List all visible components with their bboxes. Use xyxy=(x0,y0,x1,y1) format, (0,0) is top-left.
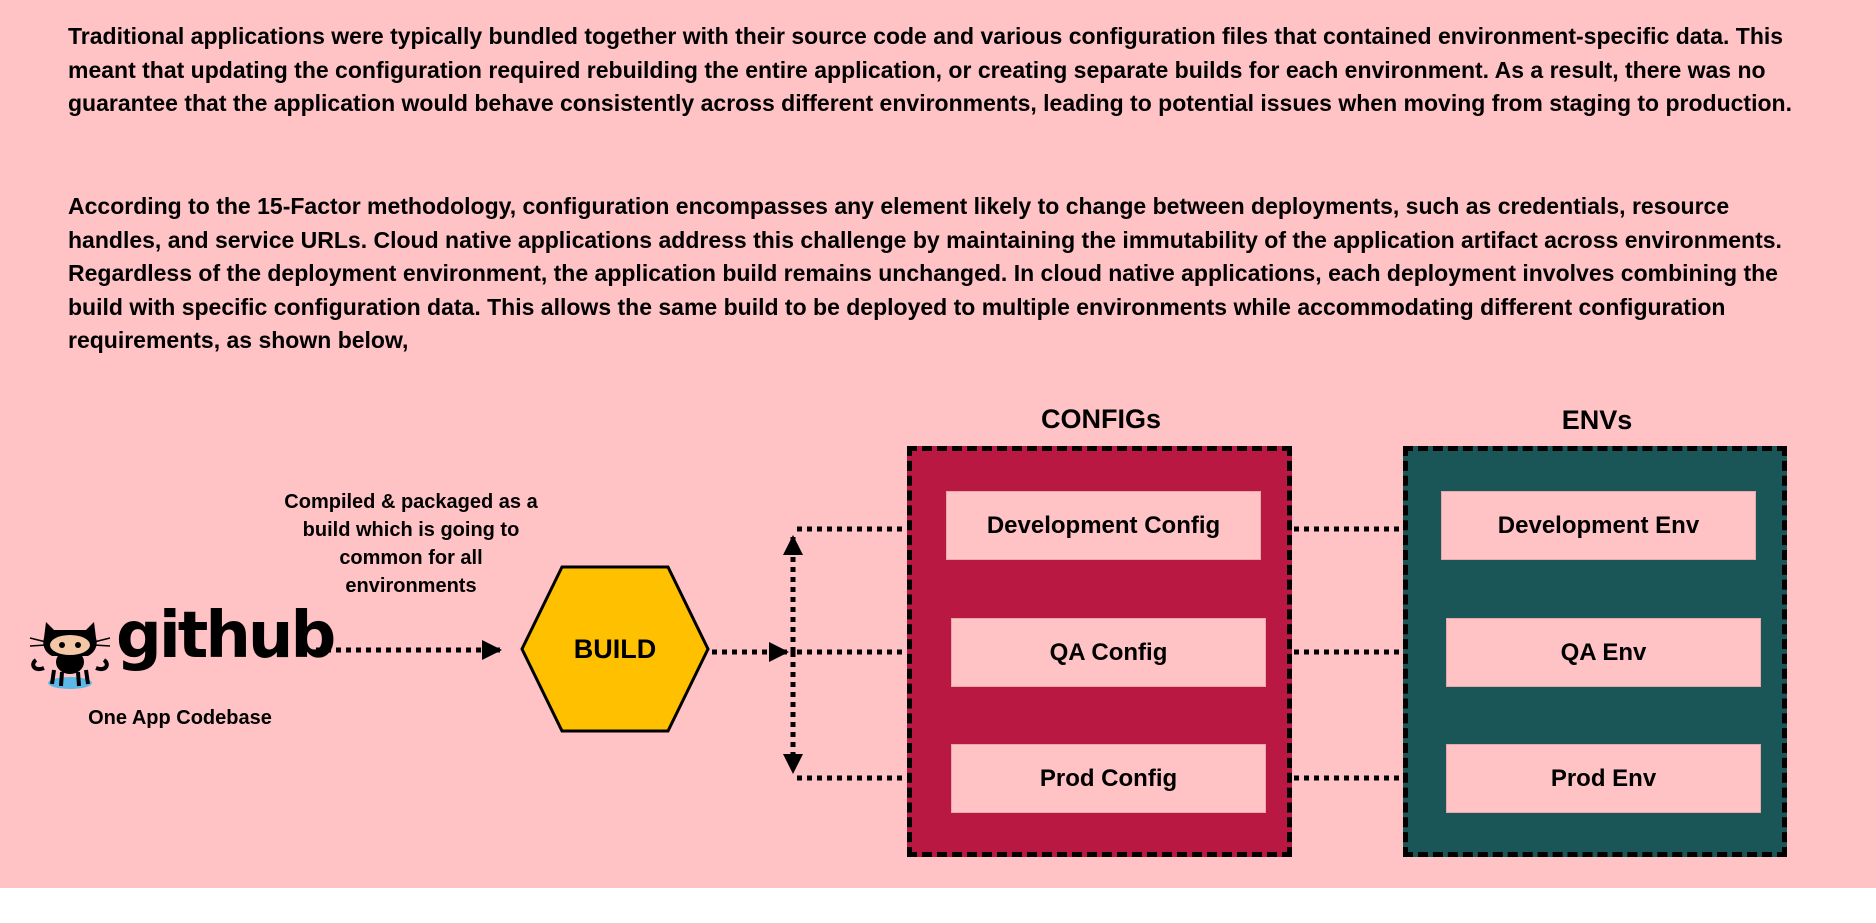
build-caption: Compiled & packaged as a build which is … xyxy=(284,491,538,597)
intro-paragraph: Traditional applications were typically … xyxy=(68,23,1792,117)
prod-env-box: Prod Env xyxy=(1446,744,1761,813)
github-logo-text: github xyxy=(116,599,336,673)
prod-config-box: Prod Config xyxy=(951,744,1266,813)
codebase-label: One App Codebase xyxy=(88,707,272,729)
methodology-paragraph: According to the 15-Factor methodology, … xyxy=(68,193,1782,354)
envs-title: ENVs xyxy=(1561,405,1633,435)
dev-config-box: Development Config xyxy=(946,491,1261,560)
build-hexagon xyxy=(520,565,710,733)
configs-title: CONFIGs xyxy=(1040,404,1161,434)
build-label: BUILD xyxy=(573,633,657,664)
dev-env-box: Development Env xyxy=(1441,491,1756,560)
qa-env-box: QA Env xyxy=(1446,618,1761,687)
qa-config-box: QA Config xyxy=(951,618,1266,687)
octocat-icon xyxy=(29,622,111,689)
slide-canvas: Traditional applications were typically … xyxy=(0,0,1876,888)
